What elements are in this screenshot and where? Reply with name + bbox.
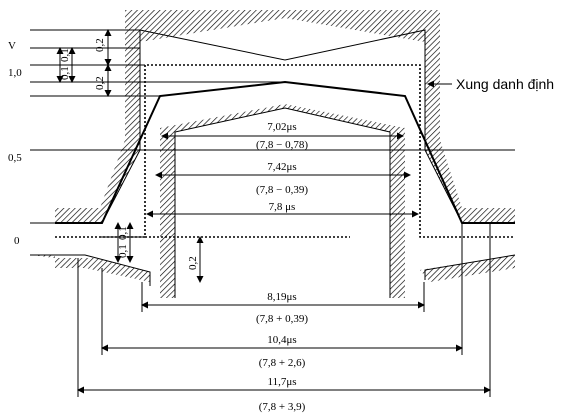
baseline-mask-hatch-right [420, 255, 515, 282]
vdim-label-bottom-0-1-a: 0,1 [117, 244, 129, 258]
hdim-formula-0: (7,8 − 0,78) [256, 139, 308, 151]
annotation-label: Xung danh định [456, 76, 554, 92]
y-label-1: 1,0 [8, 67, 22, 79]
hdim-formula-1: (7,8 − 0,39) [256, 184, 308, 196]
vdim-label-top-0-2: 0,2 [94, 38, 106, 52]
hdim-formula-5: (7,8 + 3,9) [259, 401, 306, 413]
hdim-value-5: 11,7μs [267, 376, 296, 388]
y-label-zero: 0 [14, 235, 20, 247]
baseline-lower-edge [30, 254, 516, 286]
hdim-value-4: 10,4μs [267, 334, 296, 346]
baseline-mask-hatch [30, 255, 150, 282]
nominal-rect-dotted [55, 64, 515, 238]
vdim-label-mid-0-2: 0,2 [94, 76, 106, 90]
y-label-half: 0,5 [8, 152, 22, 164]
outer-mask-edge [55, 29, 515, 224]
hdim-value-3: 8,19μs [267, 291, 296, 303]
vdim-label-0-1-b: 0,1 [59, 48, 71, 62]
vdim-label-bottom-0-2: 0,2 [187, 256, 199, 270]
inner-mask-hatch [160, 104, 405, 298]
vdim-label-bottom-0-1-b: 0,1 [117, 226, 129, 240]
hdim-value-1: 7,42μs [267, 161, 296, 173]
hdim-formula-3: (7,8 + 0,39) [256, 313, 308, 325]
hdim-formula-4: (7,8 + 2,6) [259, 357, 306, 369]
hdim-value-2: 7,8 μs [269, 201, 296, 213]
inner-mask-edge [174, 107, 391, 298]
hdim-value-0: 7,02μs [267, 121, 296, 133]
y-label-v: V [8, 40, 16, 52]
vdim-label-0-1-a: 0,1 [59, 66, 71, 80]
